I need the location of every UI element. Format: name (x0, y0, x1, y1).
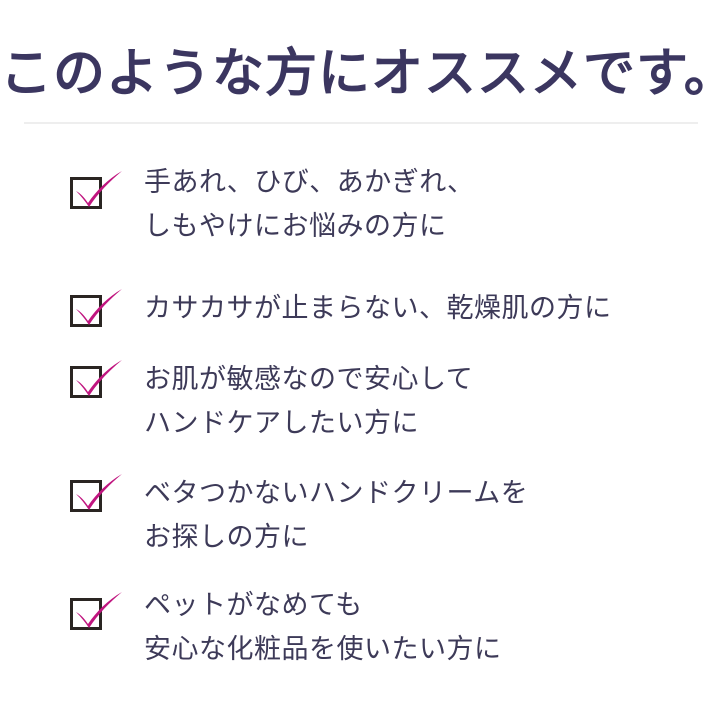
checkmark-icon (76, 360, 122, 396)
item-line: 手あれ、ひび、あかぎれ、 (144, 167, 475, 198)
item-text: カサカサが止まらない、乾燥肌の方に (144, 287, 612, 331)
checkmark-icon (76, 289, 122, 325)
item-line: カサカサが止まらない、乾燥肌の方に (144, 293, 612, 324)
checkbox-icon (70, 480, 102, 512)
item-line: 安心な化粧品を使いたい方に (144, 634, 502, 665)
page-title: このような方にオススメです。 (0, 43, 720, 104)
item-line: お探しの方に (144, 522, 309, 553)
item-line: ハンドケアしたい方に (144, 408, 419, 439)
item-text: ベタつかないハンドクリームを お探しの方に (144, 472, 528, 560)
item-line: しもやけにお悩みの方に (144, 211, 447, 242)
item-text: ペットがなめても 安心な化粧品を使いたい方に (144, 584, 502, 672)
divider (24, 122, 698, 124)
checkmark-icon (76, 171, 122, 207)
checkbox-icon (70, 177, 102, 209)
checkbox-icon (70, 598, 102, 630)
item-text: 手あれ、ひび、あかぎれ、 しもやけにお悩みの方に (144, 161, 475, 249)
checkbox-icon (70, 366, 102, 398)
item-text: お肌が敏感なので安心して ハンドケアしたい方に (144, 358, 473, 446)
checkbox-icon (70, 295, 102, 327)
item-line: お肌が敏感なので安心して (144, 364, 474, 395)
item-line: ベタつかないハンドクリームを (144, 478, 529, 509)
item-line: ペットがなめても (144, 590, 363, 621)
checkmark-icon (76, 592, 122, 628)
checkmark-icon (76, 474, 122, 510)
